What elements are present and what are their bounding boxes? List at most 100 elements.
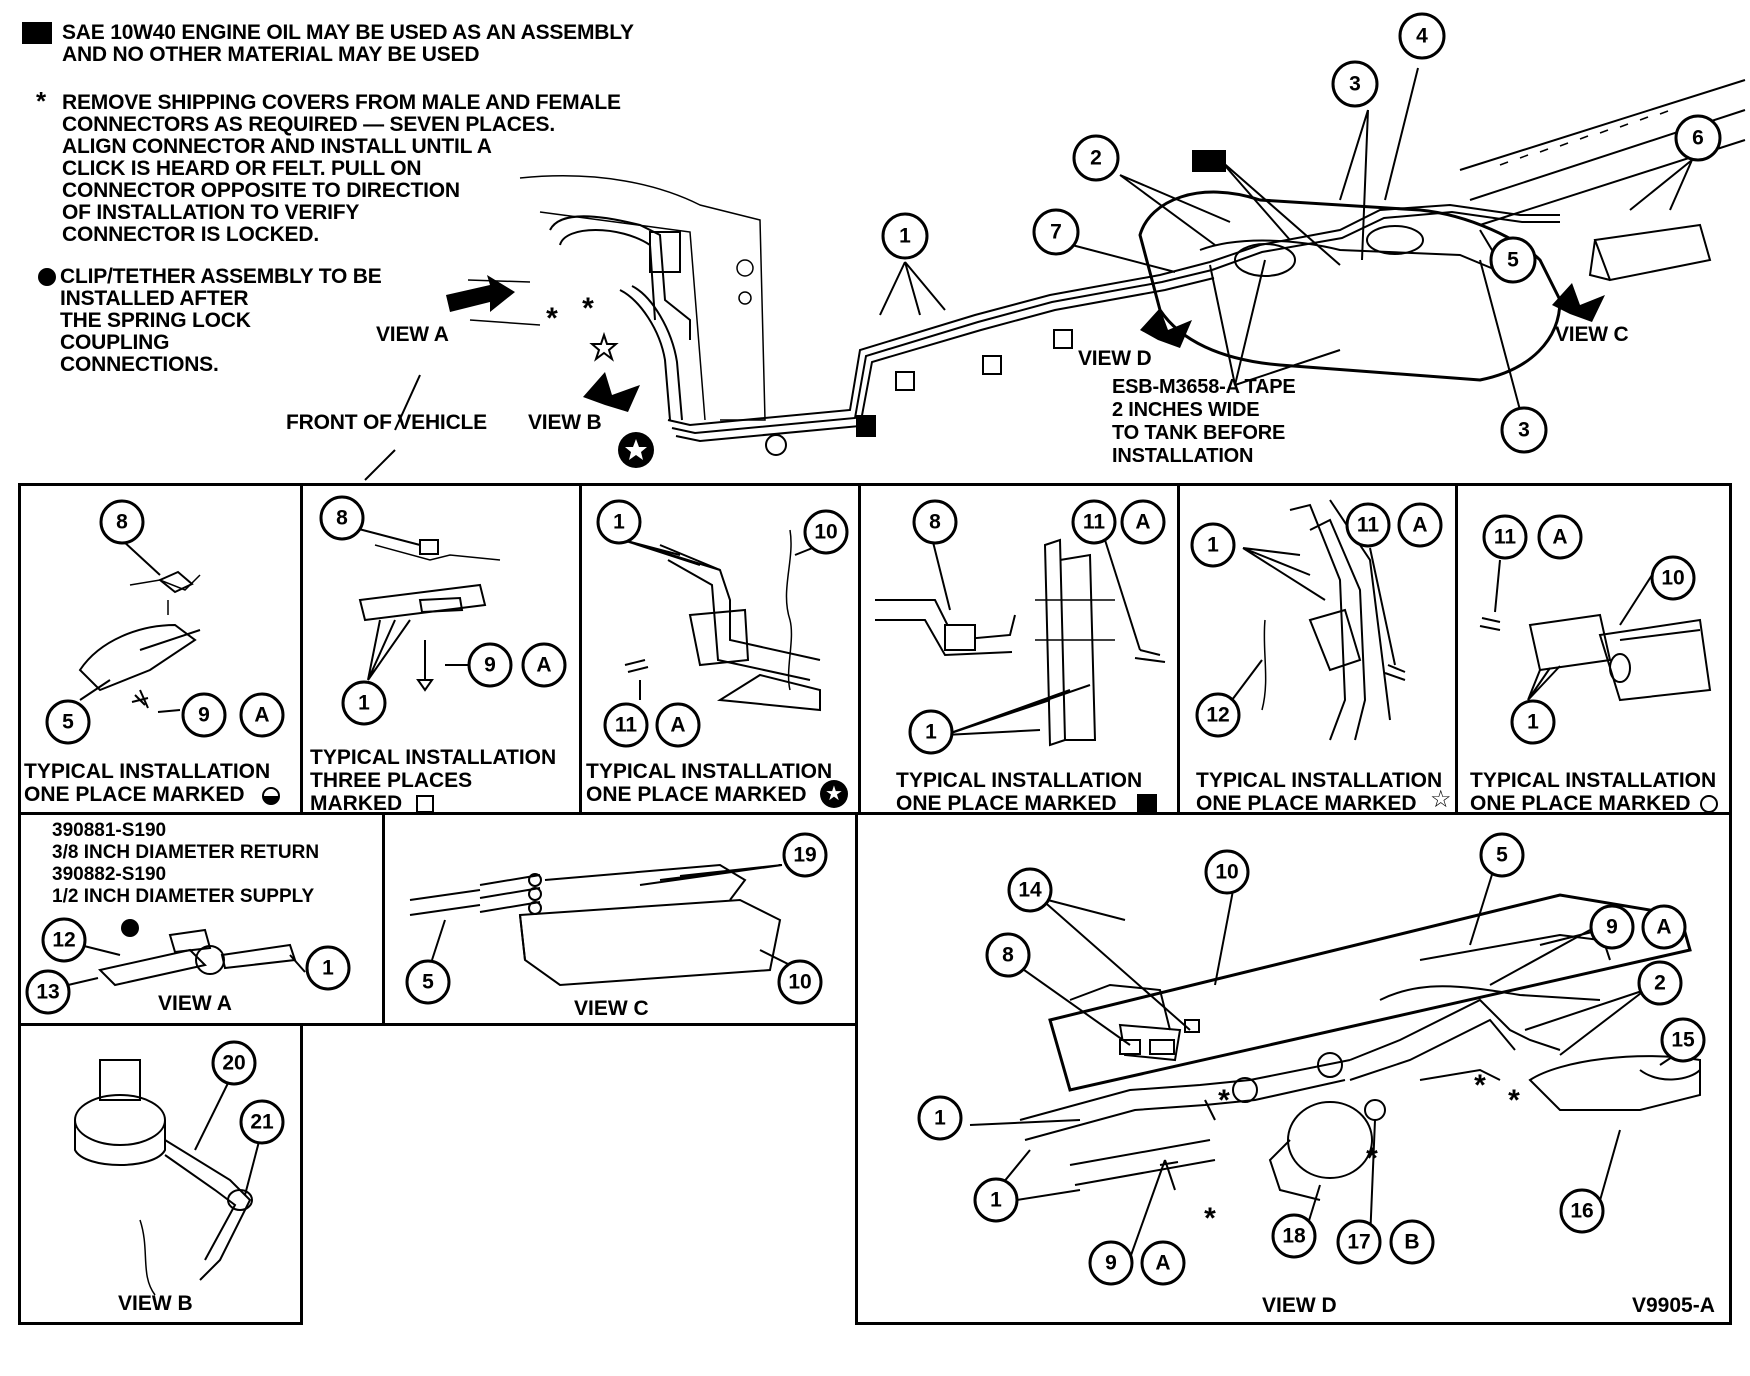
svg-text:5: 5 <box>422 971 434 994</box>
svg-text:2: 2 <box>1654 972 1666 995</box>
marker-star-outline <box>589 331 619 362</box>
callout-4: 4 <box>1398 12 1446 60</box>
view-a-title: VIEW A <box>158 992 232 1015</box>
vd-callout-9-top: 9 <box>1589 904 1635 950</box>
svg-text:19: 19 <box>793 844 816 867</box>
star-circle-icon: ★ <box>820 780 848 808</box>
filled-square-symbol <box>22 22 52 44</box>
vc-callout-5: 5 <box>405 959 451 1005</box>
marker-square-1 <box>895 371 915 391</box>
clip-line-1: INSTALLED AFTER <box>60 287 249 310</box>
vd-callout-14: 14 <box>1007 867 1053 913</box>
vd-callout-8: 8 <box>985 932 1031 978</box>
svg-text:*: * <box>1366 1142 1378 1175</box>
svg-text:3: 3 <box>1518 419 1530 442</box>
panel-4-drawing <box>875 529 1166 747</box>
view-a-label: VIEW A <box>376 323 449 346</box>
svg-text:8: 8 <box>929 511 941 534</box>
panel-1-caption-1: TYPICAL INSTALLATION <box>24 760 271 783</box>
figure-id: V9905-A <box>1632 1294 1715 1317</box>
p4-callout-8: 8 <box>912 499 958 545</box>
svg-text:10: 10 <box>1661 567 1684 590</box>
p1-callout-8: 8 <box>99 499 145 545</box>
p1-callout-A: A <box>239 692 285 738</box>
panel-4-caption-2: ONE PLACE MARKED <box>896 792 1117 815</box>
svg-text:A: A <box>254 704 269 727</box>
svg-text:9: 9 <box>484 654 496 677</box>
svg-text:11: 11 <box>1083 511 1106 534</box>
svg-text:5: 5 <box>1507 249 1519 272</box>
view-b-arrow <box>583 372 640 412</box>
p6-callout-10: 10 <box>1650 555 1696 601</box>
star-outline-icon: ☆ <box>1430 786 1452 813</box>
covers-line-4: CONNECTOR OPPOSITE TO DIRECTION <box>62 179 460 202</box>
svg-text:18: 18 <box>1282 1225 1306 1248</box>
p2-callout-1: 1 <box>341 680 387 726</box>
svg-text:10: 10 <box>1215 861 1238 884</box>
callout-5: 5 <box>1489 236 1537 284</box>
p5-callout-12: 12 <box>1195 692 1241 738</box>
vc-callout-19: 19 <box>782 832 828 878</box>
marker-circle-outline <box>765 434 787 456</box>
square-filled-icon <box>1137 794 1157 814</box>
svg-text:12: 12 <box>52 929 75 952</box>
view-c-drawing <box>409 863 791 987</box>
p6-callout-1: 1 <box>1510 699 1556 745</box>
svg-text:A: A <box>1656 916 1671 939</box>
panel-3-caption-1: TYPICAL INSTALLATION <box>586 760 833 783</box>
vd-callout-2: 2 <box>1637 960 1683 1006</box>
view-a-arrow <box>446 275 515 312</box>
panel-callouts: 8 5 9 A 8 9 A 1 1 10 11 A 8 11 A 1 1 11 … <box>25 495 1706 1286</box>
view-d-arrow <box>1140 308 1192 348</box>
svg-text:13: 13 <box>36 981 59 1004</box>
callout-3-bottom: 3 <box>1500 406 1548 454</box>
vd-callout-16: 16 <box>1559 1188 1605 1234</box>
panel-3-caption-2: ONE PLACE MARKED <box>586 783 807 806</box>
clip-line-3: COUPLING <box>60 331 170 354</box>
callout-7: 7 <box>1032 208 1080 256</box>
panel-6-caption-1: TYPICAL INSTALLATION <box>1470 769 1717 792</box>
panel-1-drawing <box>78 539 201 713</box>
svg-text:1: 1 <box>1207 534 1219 557</box>
svg-text:5: 5 <box>62 711 74 734</box>
vd-callout-1-low: 1 <box>973 1177 1019 1223</box>
clip-line-4: CONNECTIONS. <box>60 353 219 376</box>
view-b-drawing <box>74 1059 263 1296</box>
tape-line-1: 2 INCHES WIDE <box>1112 399 1260 421</box>
svg-text:9: 9 <box>1606 916 1618 939</box>
svg-text:7: 7 <box>1050 221 1062 244</box>
va-callout-12: 12 <box>41 917 87 963</box>
covers-line-1: CONNECTORS AS REQUIRED — SEVEN PLACES. <box>62 113 555 136</box>
circle-outline-icon <box>1700 795 1718 813</box>
svg-text:A: A <box>1155 1252 1170 1275</box>
p4-callout-A: A <box>1120 499 1166 545</box>
svg-text:1: 1 <box>613 511 625 534</box>
covers-line-5: OF INSTALLATION TO VERIFY <box>62 201 360 224</box>
p4-callout-11: 11 <box>1071 499 1117 545</box>
vd-callout-A-bottom: A <box>1140 1240 1186 1286</box>
tape-line-2: TO TANK BEFORE <box>1112 422 1286 444</box>
asterisk-symbol: * <box>36 86 46 116</box>
svg-text:20: 20 <box>222 1052 245 1075</box>
view-b-box <box>18 1023 303 1325</box>
vd-callout-18: 18 <box>1271 1213 1317 1259</box>
covers-line-2: ALIGN CONNECTOR AND INSTALL UNTIL A <box>62 135 492 158</box>
svg-text:*: * <box>582 292 594 325</box>
svg-text:A: A <box>1412 514 1427 537</box>
oil-note-line2: AND NO OTHER MATERIAL MAY BE USED <box>62 43 480 66</box>
va-callout-1: 1 <box>305 945 351 991</box>
svg-text:9: 9 <box>1105 1252 1117 1275</box>
svg-text:11: 11 <box>1494 526 1517 549</box>
p5-callout-11: 11 <box>1345 502 1391 548</box>
p2-callout-A: A <box>521 642 567 688</box>
tape-line-3: INSTALLATION <box>1112 445 1254 467</box>
view-d-title: VIEW D <box>1262 1294 1337 1317</box>
main-callouts: 1 7 2 3 4 6 5 3 <box>881 12 1722 454</box>
svg-text:16: 16 <box>1570 1200 1593 1223</box>
svg-text:*: * <box>1204 1202 1216 1235</box>
svg-text:8: 8 <box>116 511 128 534</box>
view-c-title: VIEW C <box>574 997 649 1020</box>
vd-callout-17: 17 <box>1336 1219 1382 1265</box>
view-d-label: VIEW D <box>1078 347 1152 370</box>
